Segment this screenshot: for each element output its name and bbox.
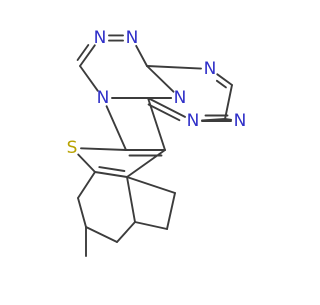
bond-Ct2-n5 [146, 65, 202, 70]
bond-n5-Cr1-b [215, 79, 227, 89]
atom-label-s1: S [67, 138, 78, 158]
bond-s1-Cn [77, 153, 96, 173]
bond-Ct1-n1-b [76, 44, 90, 61]
bond-C7-C6 [85, 226, 118, 243]
bond-C3-Cbr [126, 149, 166, 178]
bond-n3-Cbl [105, 105, 127, 151]
bond-Cn-C8 [77, 171, 96, 199]
bond-Ct1-n1-a [79, 44, 96, 67]
bond-n6-A-a [147, 97, 186, 118]
bond-n3-Ct1 [79, 65, 99, 92]
atom-label-layer: N N N N N N N S [67, 28, 247, 158]
bond-C3-C9 [126, 176, 176, 194]
bond-C8-C7 [77, 197, 87, 228]
atom-label-n2: N [126, 28, 139, 48]
bond-Cn-C3-b [98, 166, 126, 172]
bond-Cr1-Cr2 [224, 84, 233, 120]
bond-C10-C5 [134, 221, 168, 230]
bond-n5-Cr1-a [216, 73, 233, 86]
atom-label-n7: N [234, 111, 247, 131]
atom-label-n1: N [94, 28, 107, 48]
atom-label-n3: N [97, 88, 110, 108]
bond-C5-C3 [126, 176, 136, 223]
bond-C6-C5 [116, 221, 136, 243]
atom-label-n4: N [174, 88, 187, 108]
molecule-diagram: N N N N N N N S [67, 28, 247, 257]
bond-n6-A-b [147, 103, 181, 122]
bond-Cr2-n7 [224, 118, 233, 121]
bond-Cn-C3-a [94, 171, 128, 178]
bond-C9-C10 [166, 192, 176, 230]
atom-label-n6: N [187, 111, 200, 131]
bond-n2-Ct2 [135, 44, 148, 67]
bond-n6-Cr2 [201, 118, 226, 122]
bond-layer [76, 34, 233, 257]
bond-Cbl-s1 [80, 147, 127, 151]
bond-Ct2-n4 [146, 65, 175, 93]
atom-label-n5: N [204, 59, 217, 79]
molecule-svg: N N N N N N N S [67, 28, 247, 257]
